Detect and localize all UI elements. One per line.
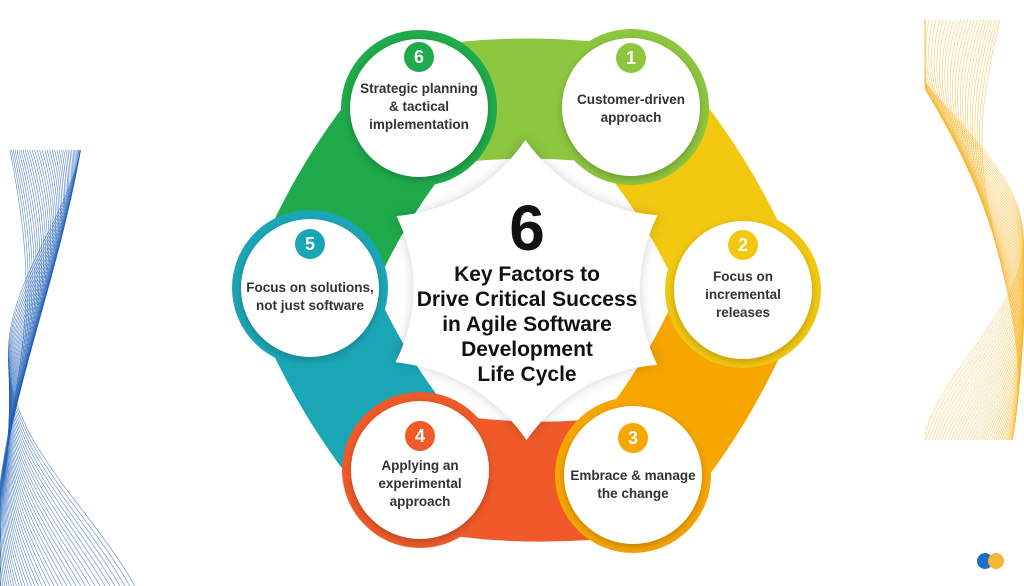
factor-1-badge: 1 — [616, 43, 646, 73]
wave-line — [936, 19, 1024, 441]
wave-line — [924, 19, 1024, 441]
factor-label-line: Strategic planning — [360, 81, 478, 96]
factor-6-badge: 6 — [404, 42, 434, 72]
factor-label-line: not just software — [255, 298, 364, 313]
factor-label-line: approach — [600, 110, 662, 125]
center-title-line: Drive Critical Success — [416, 288, 638, 311]
center-title-line: in Agile Software — [442, 313, 612, 336]
factor-2-badge: 2 — [728, 230, 758, 260]
wave-line — [9, 150, 96, 586]
center-number: 6 — [509, 192, 545, 264]
two-circles-logo-icon — [977, 553, 1007, 569]
factor-5-badge: 5 — [295, 229, 325, 259]
factor-5-label: Focus on solutions, not just software — [235, 279, 385, 315]
wave-line — [957, 19, 1023, 441]
wave-line — [933, 19, 1024, 441]
wave-line — [924, 20, 1024, 441]
wave-line — [9, 149, 101, 586]
factor-label-line: & tactical — [388, 99, 450, 114]
factor-node-face — [674, 221, 812, 359]
wave-line — [944, 19, 1024, 441]
wave-line — [924, 20, 1024, 441]
wave-line — [949, 19, 1024, 441]
wave-line — [924, 20, 1024, 441]
wave-line — [6, 149, 60, 586]
factor-1-label: Customer-driven approach — [556, 91, 706, 127]
factor-node-face — [350, 39, 488, 177]
wave-line — [8, 149, 106, 586]
wave-line — [4, 149, 53, 586]
center-blob — [395, 140, 658, 440]
factor-label-line: Focus on solutions, — [246, 280, 374, 295]
factor-label-line: approach — [389, 494, 451, 509]
wave-line — [924, 20, 1024, 441]
factor-label-line: Embrace & manage — [570, 468, 696, 483]
wave-line — [6, 149, 58, 586]
right-wave-decoration — [924, 19, 1024, 441]
wave-line — [939, 19, 1024, 441]
wave-line — [925, 19, 1024, 441]
wave-line — [928, 19, 1024, 441]
factor-node-face — [351, 401, 489, 539]
wave-line — [5, 149, 57, 586]
factor-node-face — [241, 219, 379, 357]
factor-label-line: the change — [597, 486, 669, 501]
factor-label-line: implementation — [369, 117, 469, 132]
wave-line — [952, 19, 1023, 441]
factor-4-badge: 4 — [405, 421, 435, 451]
factor-label-line: Applying an — [381, 458, 459, 473]
wave-line — [9, 149, 86, 586]
factor-label-line: Focus on — [713, 269, 773, 284]
factor-3-badge: 3 — [618, 423, 648, 453]
factor-label-line: experimental — [378, 476, 462, 491]
wave-line — [931, 19, 1024, 441]
factor-nodes — [232, 29, 821, 553]
factor-node-face — [562, 38, 700, 176]
logo-right-circle — [988, 553, 1004, 569]
factor-4-label: Applying an experimental approach — [345, 457, 495, 511]
center-title: Key Factors to Drive Critical Success in… — [392, 262, 662, 387]
wave-line — [924, 20, 1024, 441]
wave-line — [924, 20, 1024, 441]
factor-2-label: Focus on incremental releases — [668, 268, 818, 322]
factor-label-line: Customer-driven — [576, 92, 686, 107]
center-title-line: Life Cycle — [477, 363, 577, 386]
center-title-line: Development — [461, 338, 593, 361]
factor-label-line: incremental — [705, 287, 781, 302]
factor-node-face — [564, 406, 702, 544]
wave-line — [924, 20, 1024, 441]
factor-3-label: Embrace & manage the change — [558, 467, 708, 503]
factor-label-line: releases — [715, 305, 771, 320]
wave-line — [941, 19, 1024, 441]
wave-line — [7, 149, 135, 586]
wave-line — [947, 19, 1024, 441]
center-heading: 6 Key Factors to Drive Critical Success … — [392, 196, 662, 387]
wave-line — [5, 149, 55, 586]
wave-line — [9, 149, 91, 586]
factor-6-label: Strategic planning & tactical implementa… — [344, 80, 494, 134]
left-wave-decoration — [0, 149, 135, 586]
wave-line — [8, 149, 111, 586]
center-title-line: Key Factors to — [454, 263, 600, 286]
